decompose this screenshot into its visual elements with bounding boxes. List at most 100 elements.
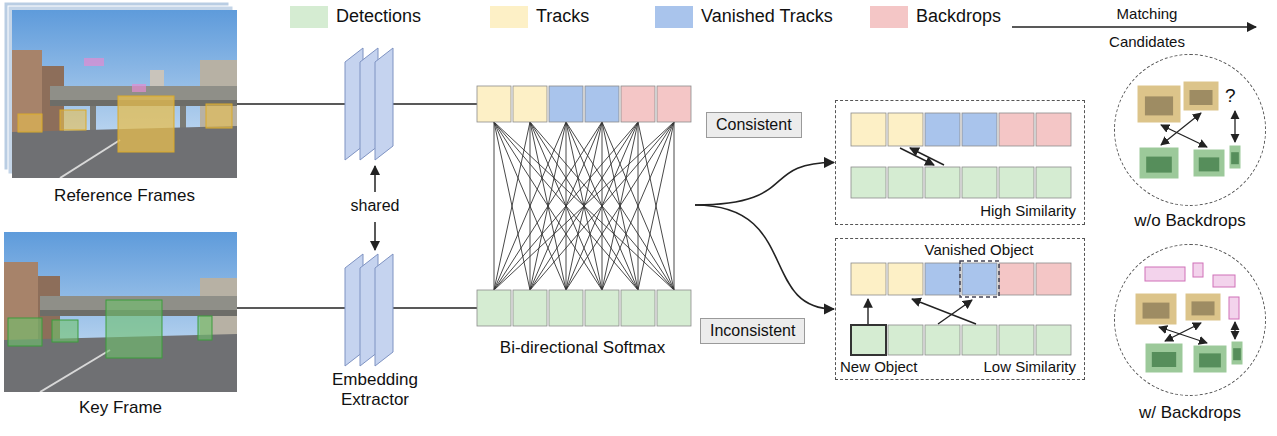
connector xyxy=(695,163,834,206)
image-caption: Reference Frames xyxy=(12,186,237,206)
node-text: Bi-directional Softmax xyxy=(470,338,695,358)
embedding-cell xyxy=(888,167,923,198)
embedding-cell xyxy=(851,325,886,355)
embedding-cell xyxy=(925,113,960,146)
embedding-cell xyxy=(549,290,583,326)
match-arrow xyxy=(900,148,934,165)
object-crop xyxy=(1183,81,1219,111)
node-art xyxy=(470,80,695,330)
embedding-cell xyxy=(621,290,655,326)
embedding-cell xyxy=(888,263,923,295)
process-box: Consistent xyxy=(706,112,802,138)
embedding-cell xyxy=(999,325,1034,355)
softmax-link xyxy=(602,122,674,290)
softmax-link xyxy=(530,122,674,290)
embedding-cell xyxy=(1036,167,1071,198)
embedding-cell xyxy=(999,113,1034,146)
reference-frames-image xyxy=(4,2,237,178)
object-body xyxy=(1143,303,1170,319)
image-caption: Key Frame xyxy=(4,398,237,418)
object-crop xyxy=(1213,275,1235,287)
object-crop xyxy=(1193,149,1225,177)
object-crop xyxy=(1145,267,1185,281)
softmax-link xyxy=(494,122,495,290)
embedding-cell xyxy=(962,113,997,146)
object-crop xyxy=(1135,293,1177,325)
object-body xyxy=(1146,157,1172,173)
embedding-cell xyxy=(1036,113,1071,146)
node-text: ? xyxy=(1225,85,1236,108)
legend-text: Backdrops xyxy=(916,5,1001,27)
module-label: Embedding Extractor xyxy=(305,370,445,410)
embedding-cell xyxy=(513,290,547,326)
object-crop xyxy=(1185,293,1221,321)
softmax-link xyxy=(530,122,674,290)
object-body xyxy=(1191,301,1214,315)
object-body xyxy=(1231,152,1239,164)
dashed-panel: Vanished ObjectNew ObjectLow Similarity xyxy=(835,238,1085,380)
node-art xyxy=(1115,245,1267,397)
key-frame-image xyxy=(4,232,237,392)
embedding-cell xyxy=(477,290,511,326)
softmax-link xyxy=(494,122,602,290)
softmax-link xyxy=(674,122,675,290)
dashed-panel: High Similarity xyxy=(835,100,1085,225)
legend-text: Vanished Tracks xyxy=(701,5,833,27)
embedding-cell xyxy=(657,86,691,122)
vanished-outline xyxy=(960,261,999,297)
legend-text: Tracks xyxy=(536,5,589,27)
embedding-cell xyxy=(621,86,655,122)
softmax-link xyxy=(494,122,638,290)
embedding-cell xyxy=(477,86,511,122)
embedding-cell xyxy=(1036,263,1071,295)
legend-swatch xyxy=(655,6,693,28)
object-crop xyxy=(1193,345,1227,373)
object-crop xyxy=(1231,341,1243,365)
matching-arrow xyxy=(1012,26,1256,28)
softmax-link xyxy=(566,122,674,290)
embedding-cell xyxy=(585,290,619,326)
candidate-circle: ?w/o Backdrops xyxy=(1114,54,1266,206)
object-crop xyxy=(1137,85,1181,123)
object-crop xyxy=(1229,297,1239,319)
softmax-link xyxy=(566,122,674,290)
softmax-link xyxy=(494,122,638,290)
embedding-cell xyxy=(925,325,960,355)
softmax-link xyxy=(494,122,602,290)
embedding-cell xyxy=(513,86,547,122)
softmax-link xyxy=(602,122,674,290)
embedding-cell xyxy=(851,167,886,198)
embedding-cell xyxy=(549,86,583,122)
softmax-link xyxy=(494,122,530,290)
embedding-cell xyxy=(1036,325,1071,355)
shared-label: shared xyxy=(335,196,415,216)
embedding-cell xyxy=(962,263,997,295)
object-crop xyxy=(1193,263,1203,277)
object-body xyxy=(1199,353,1221,367)
object-crop xyxy=(1229,145,1241,169)
embedding-cell xyxy=(962,167,997,198)
softmax-link xyxy=(494,122,566,290)
object-body xyxy=(1199,157,1219,171)
connector xyxy=(695,205,834,309)
legend-swatch xyxy=(290,6,328,28)
arrow-label: Matching Candidates xyxy=(1100,0,1194,56)
match-arrow xyxy=(1161,125,1207,147)
softmax-link xyxy=(638,122,674,290)
object-body xyxy=(1189,90,1212,105)
softmax-link xyxy=(638,122,674,290)
legend-swatch xyxy=(870,6,908,28)
object-crop xyxy=(1139,147,1179,179)
softmax-link xyxy=(494,122,674,290)
softmax-link xyxy=(494,122,566,290)
node-text: w/ Backdrops xyxy=(1139,403,1241,423)
object-crop xyxy=(1145,343,1183,373)
node-text: Consistent xyxy=(716,115,792,135)
embedding-cell xyxy=(888,113,923,146)
node-text: Vanished Object xyxy=(925,241,1034,259)
object-body xyxy=(1233,348,1241,360)
candidate-circle: w/ Backdrops xyxy=(1114,244,1266,396)
